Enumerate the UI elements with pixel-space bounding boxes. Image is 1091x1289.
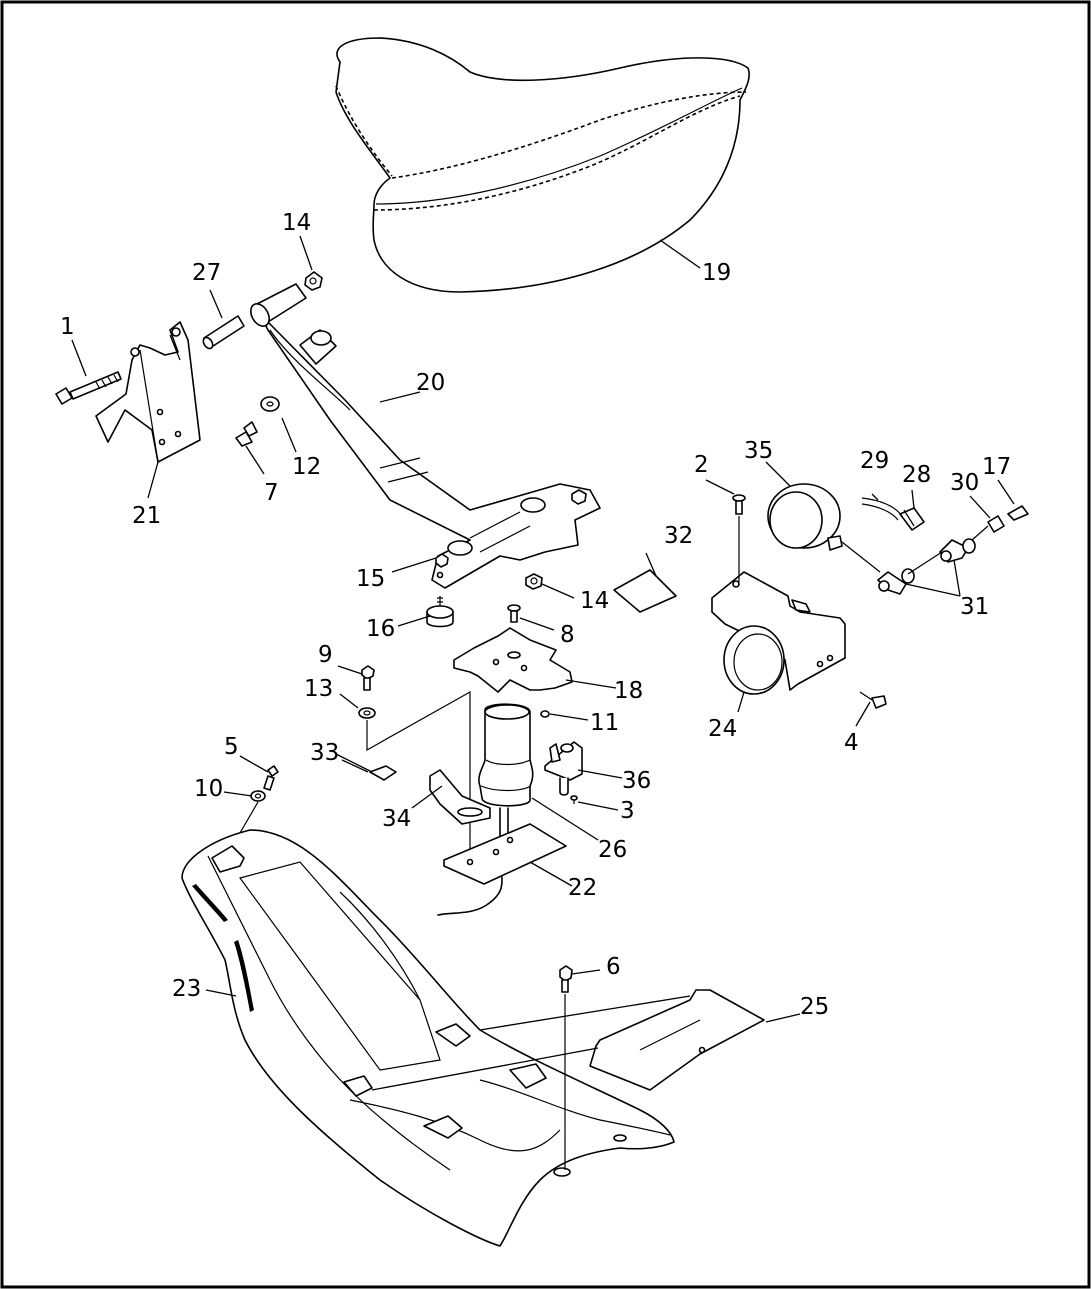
- callout-17: 17: [982, 454, 1011, 480]
- hose-part-29: [861, 497, 903, 521]
- mounting-bracket-part-21: [95, 321, 201, 463]
- callout-1: 1: [60, 314, 75, 340]
- callout-31: 31: [960, 594, 989, 620]
- screw-part-3: [570, 795, 578, 804]
- callout-7: 7: [264, 480, 279, 506]
- pad-part-33: [369, 765, 397, 781]
- mounting-plate-part-18: [453, 627, 573, 693]
- callout-9: 9: [318, 642, 333, 668]
- fastener-part-11: [540, 710, 550, 718]
- callout-34: 34: [382, 806, 411, 832]
- callout-labels: 1 2 3 4 5 6 7 8 9 10 11 12 13 14 14 15 1…: [60, 210, 1011, 1020]
- nut-part-14-lower: [525, 573, 543, 590]
- callout-16: 16: [366, 616, 395, 642]
- screw-part-8: [507, 604, 521, 623]
- callout-14-lower: 14: [580, 588, 609, 614]
- callout-15: 15: [356, 566, 385, 592]
- gauge-bracket-part-24: [711, 571, 846, 695]
- callout-23: 23: [172, 976, 201, 1002]
- seat-pan-part-23: [181, 829, 675, 1247]
- washer-part-13: [358, 707, 376, 719]
- plate-part-25: [589, 989, 765, 1091]
- callout-20: 20: [416, 370, 445, 396]
- nut-top-plate: [571, 489, 587, 505]
- callout-8: 8: [560, 622, 575, 648]
- washer-part-12: [260, 396, 280, 412]
- seat-post-part-20: [250, 283, 601, 589]
- rubber-bumper-part-16: [426, 596, 454, 628]
- pressure-gauge-part-35: [767, 483, 843, 551]
- spacer-part-27: [202, 315, 245, 350]
- base-plate-part-22: [443, 823, 567, 885]
- callout-12: 12: [292, 454, 321, 480]
- callout-29: 29: [860, 448, 889, 474]
- hose-line: [366, 690, 471, 860]
- screw-part-5: [263, 765, 279, 791]
- fitting-part-28: [899, 507, 925, 531]
- screw-part-2: [732, 494, 746, 515]
- nut-part-14-upper: [304, 271, 323, 291]
- screw-part-7: [235, 421, 258, 447]
- callout-22: 22: [568, 875, 597, 901]
- callout-2: 2: [694, 452, 709, 478]
- callout-18: 18: [614, 678, 643, 704]
- callout-27: 27: [192, 260, 221, 286]
- callout-26: 26: [598, 837, 627, 863]
- label-part-32: [613, 569, 677, 613]
- callout-36: 36: [622, 768, 651, 794]
- leader-lines: [71, 235, 1015, 1091]
- nut-part-15: [435, 553, 449, 579]
- callout-21: 21: [132, 503, 161, 529]
- callout-25: 25: [800, 994, 829, 1020]
- callout-35: 35: [744, 438, 773, 464]
- callout-4: 4: [844, 730, 859, 756]
- callout-33: 33: [310, 740, 339, 766]
- callout-13: 13: [304, 676, 333, 702]
- valve-part-30: [971, 515, 1005, 541]
- bolt-part-1: [55, 371, 122, 405]
- callout-6: 6: [606, 954, 621, 980]
- callout-11: 11: [590, 710, 619, 736]
- callout-10: 10: [194, 776, 223, 802]
- seat-part-19: [335, 37, 750, 293]
- callout-28: 28: [902, 462, 931, 488]
- cap-part-17: [1007, 505, 1029, 521]
- screw-part-4: [859, 691, 887, 709]
- callout-5: 5: [224, 734, 239, 760]
- callout-3: 3: [620, 798, 635, 824]
- callout-24: 24: [708, 716, 737, 742]
- bracket-part-34: [429, 769, 491, 825]
- callout-19: 19: [702, 260, 731, 286]
- washer-part-10: [250, 790, 266, 802]
- callout-30: 30: [950, 470, 979, 496]
- callout-32: 32: [664, 523, 693, 549]
- screw-part-9: [361, 665, 375, 691]
- callout-14-upper: 14: [282, 210, 311, 236]
- switch-part-36: [544, 741, 583, 796]
- bolt-part-6: [559, 965, 573, 993]
